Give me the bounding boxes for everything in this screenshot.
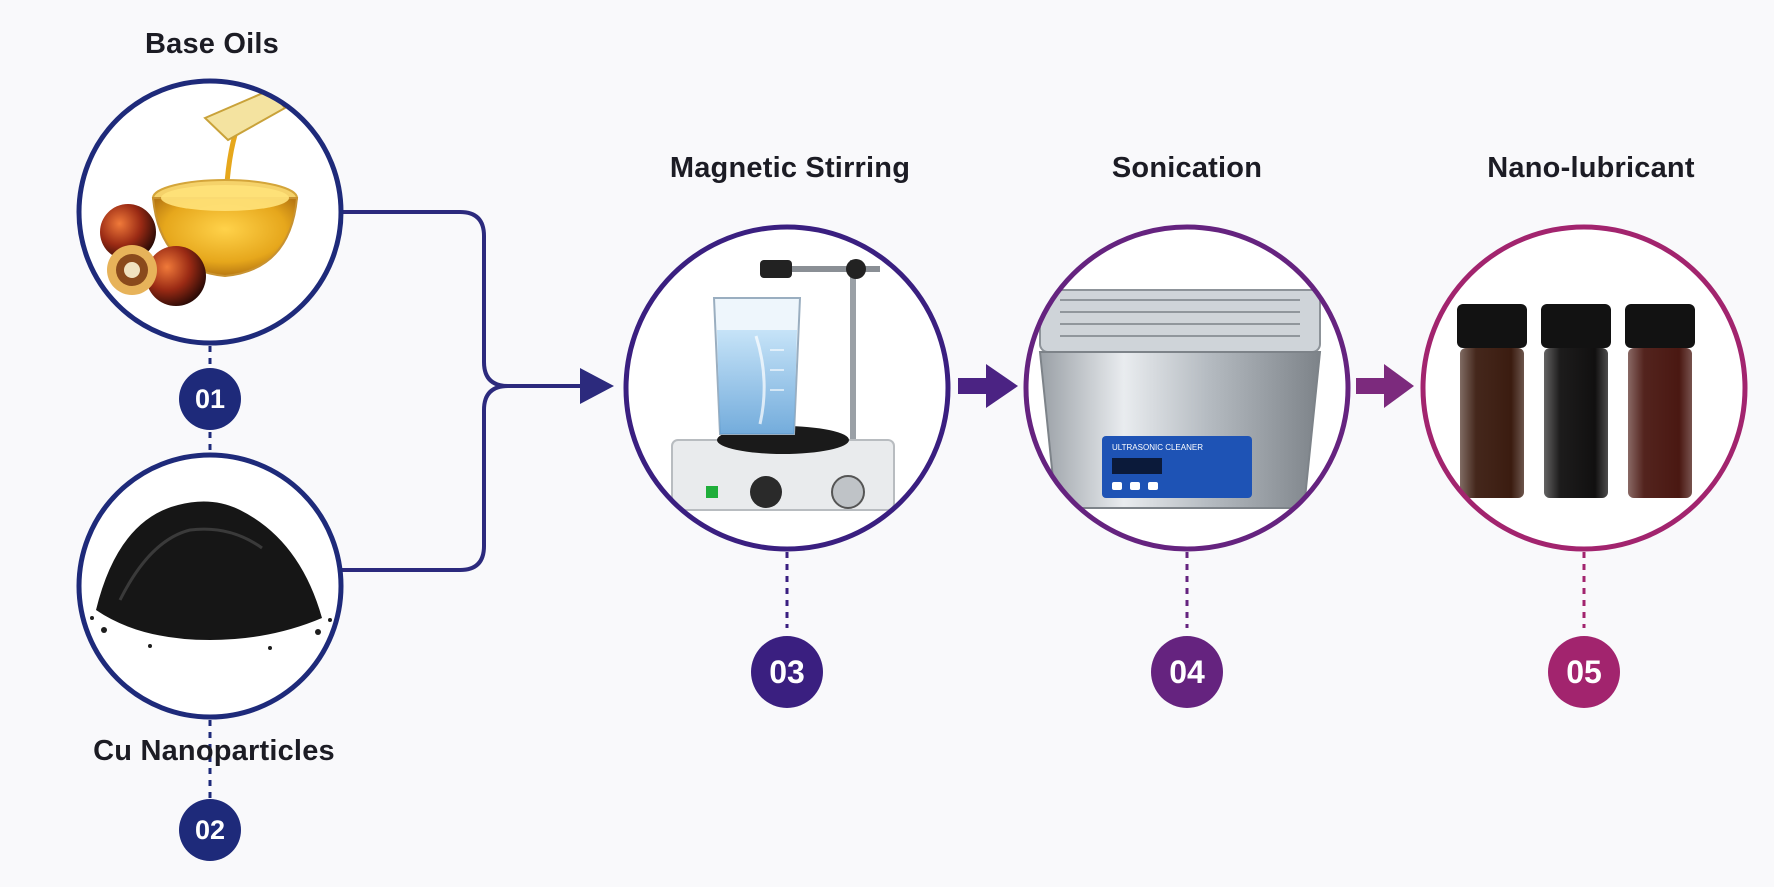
- step-number-02: 02: [179, 799, 241, 861]
- nano-lubricant-illustration: [1423, 227, 1745, 549]
- dashed-leaders: [208, 346, 1586, 800]
- base-oils-illustration: [79, 81, 341, 343]
- base-oils-title: Base Oils: [145, 28, 279, 60]
- sonication-ring: [1023, 224, 1351, 552]
- vial-middle: [1541, 304, 1611, 498]
- magnetic-stirring-illustration: [626, 227, 948, 549]
- step-number-03: 03: [751, 636, 823, 708]
- sonication-illustration: ULTRASONIC CLEANER: [1026, 227, 1348, 549]
- merge-connector: [341, 210, 580, 572]
- arrow-to-step3: [580, 368, 614, 404]
- magnetic-stirring-ring: [623, 224, 951, 552]
- sonication-title: Sonication: [1111, 152, 1263, 184]
- magnetic-stirring-title: Magnetic Stirring: [669, 152, 911, 184]
- arrow-step4-to-step5: [1356, 364, 1414, 408]
- step-number-04: 04: [1151, 636, 1223, 708]
- vial-right: [1625, 304, 1695, 498]
- arrow-step3-to-step4: [958, 364, 1018, 408]
- nano-lubricant-title: Nano-lubricant: [1487, 152, 1695, 184]
- base-oils-ring: [76, 78, 344, 346]
- ultrasonic-panel-label: ULTRASONIC CLEANER: [1112, 443, 1203, 452]
- nano-lubricant-ring: [1420, 224, 1748, 552]
- step-number-01: 01: [179, 368, 241, 430]
- cu-nanoparticles-title: Cu Nanoparticles: [93, 735, 335, 767]
- cu-nanoparticles-illustration: [79, 455, 341, 717]
- vial-left: [1457, 304, 1527, 498]
- cu-nanoparticles-ring: [76, 452, 344, 720]
- step-number-05: 05: [1548, 636, 1620, 708]
